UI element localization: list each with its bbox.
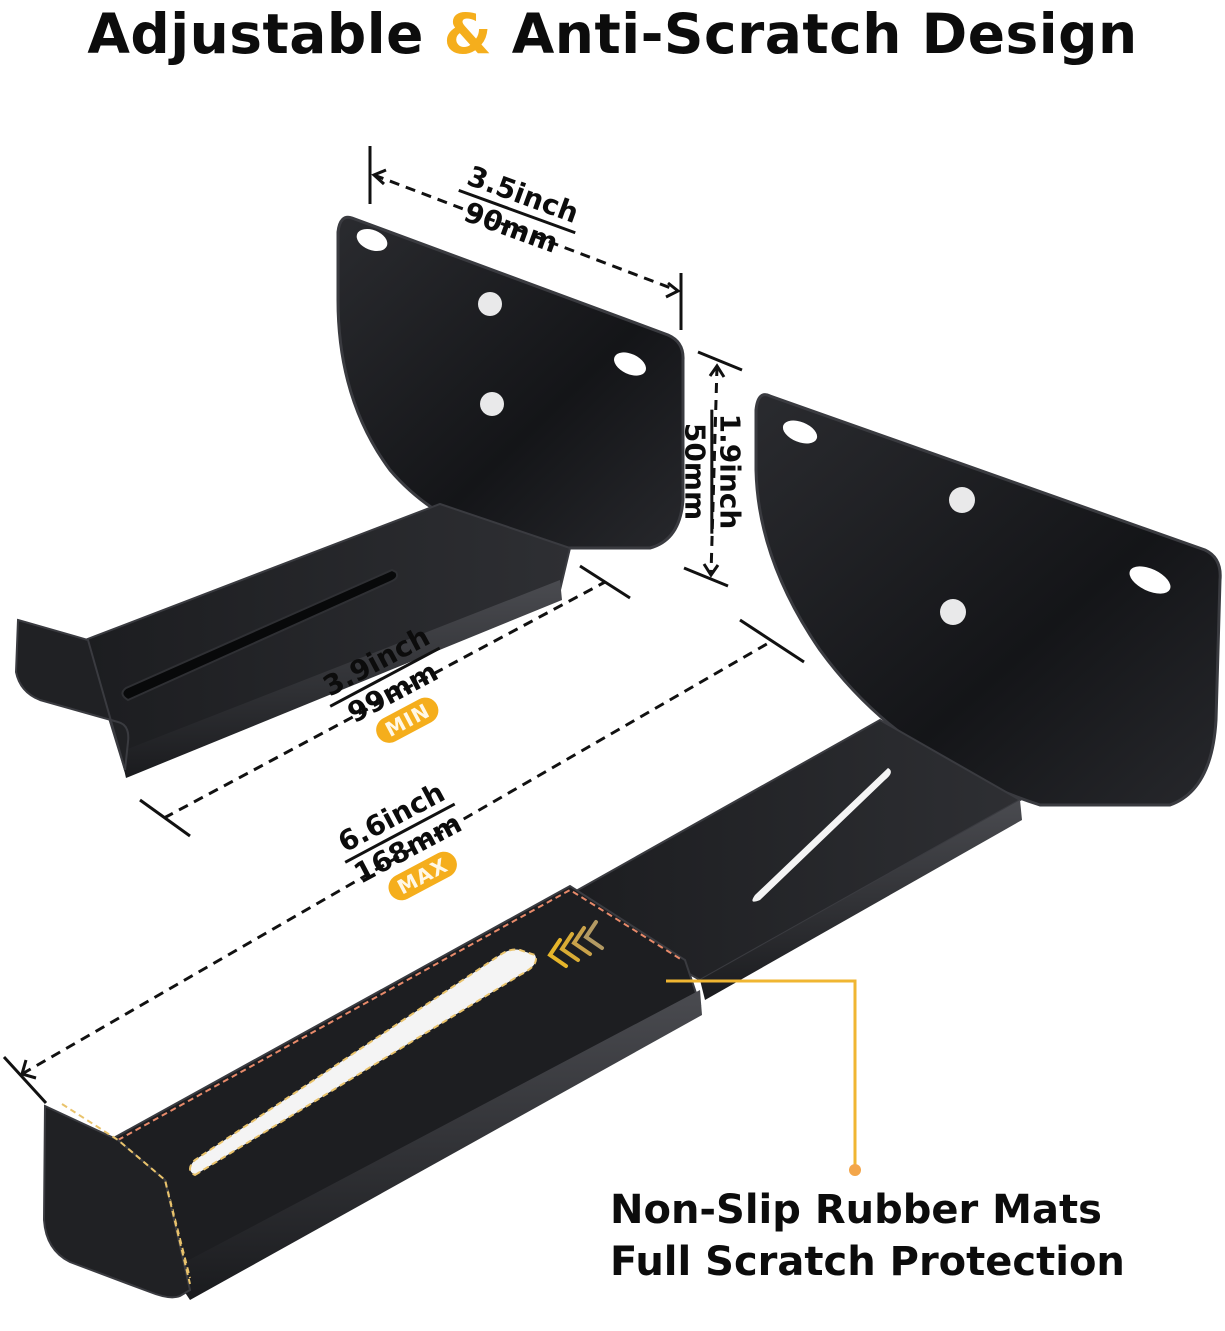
callout-dot-icon (849, 1164, 861, 1176)
title-part1: Adjustable (87, 2, 424, 66)
caption-line1: Non-Slip Rubber Mats (610, 1187, 1102, 1233)
title-ampersand: & (443, 2, 493, 66)
caption-line2: Full Scratch Protection (610, 1239, 1125, 1285)
height-inch: 1.9inch (710, 409, 746, 534)
title-part2: Anti-Scratch Design (511, 2, 1138, 66)
chevron-left-arrows-icon (547, 920, 604, 968)
dimension-lines (2, 146, 805, 1105)
page-title: Adjustable & Anti-Scratch Design (0, 2, 1225, 66)
bracket-max (42, 393, 1222, 1300)
bracket-min (14, 215, 685, 778)
rubber-mat-caption: Non-Slip Rubber Mats Full Scratch Protec… (610, 1184, 1125, 1288)
callout-line (666, 979, 861, 1176)
height-mm: 50mm (678, 422, 712, 521)
height-dimension-label: 1.9inch 50mm (678, 409, 746, 534)
